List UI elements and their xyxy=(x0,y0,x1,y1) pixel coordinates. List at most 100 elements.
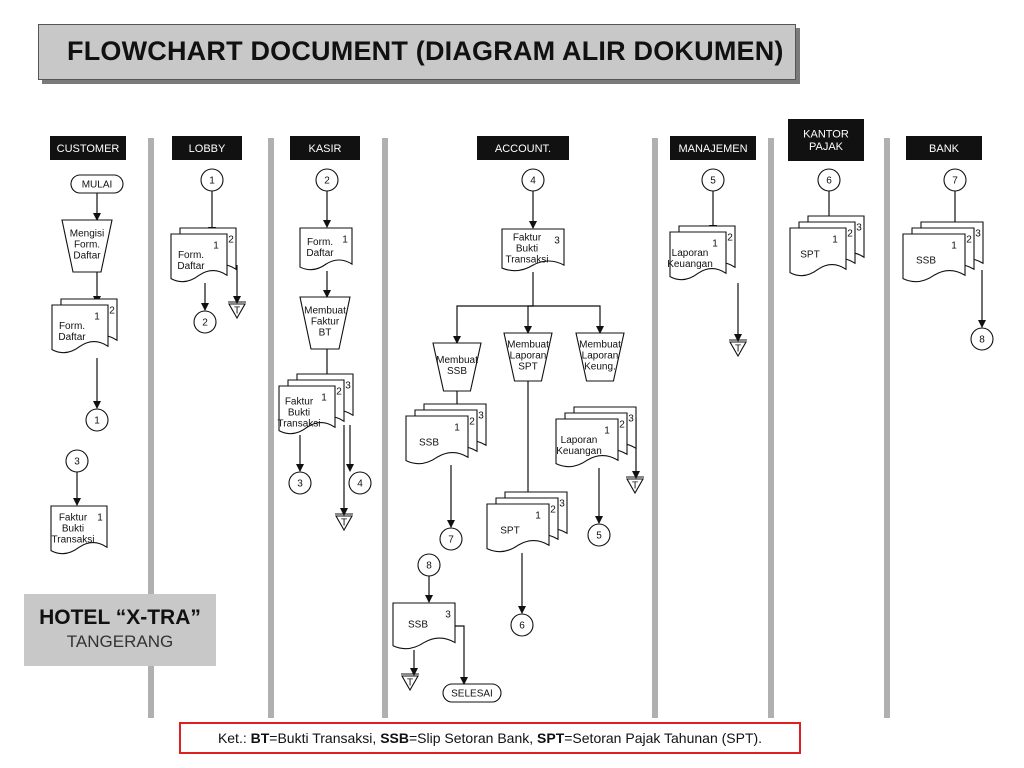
document-label: Form.Daftar xyxy=(58,321,86,343)
connector-circle xyxy=(970,327,994,351)
flow-node-connector: 7 xyxy=(439,527,463,551)
document-label: SPT xyxy=(500,526,519,537)
document-number: 1 xyxy=(94,312,100,323)
flow-node-connector: 5 xyxy=(701,168,725,192)
connector-label: 7 xyxy=(448,535,454,546)
archive-triangle xyxy=(335,515,353,532)
flow-node-archive: T xyxy=(401,673,419,692)
connector-circle xyxy=(510,613,534,637)
lane-divider xyxy=(652,138,658,718)
connector-circle xyxy=(439,527,463,551)
document-number: 1 xyxy=(535,511,541,522)
connector-label: 3 xyxy=(74,457,80,468)
document-number: 3 xyxy=(975,229,981,240)
connector-circle xyxy=(65,449,89,473)
document-label: SSB xyxy=(408,620,428,631)
connector-label: 5 xyxy=(596,531,602,542)
connector-circle xyxy=(701,168,725,192)
document-shape xyxy=(299,227,353,271)
document-number: 2 xyxy=(847,229,853,240)
manual-process-shape xyxy=(503,332,553,382)
terminal-label: SELESAI xyxy=(451,689,493,700)
connector-circle xyxy=(85,408,109,432)
lane-header: LOBBY xyxy=(172,136,242,160)
document-shape xyxy=(501,228,565,272)
document-number: 3 xyxy=(554,236,560,247)
legend-prefix: Ket.: xyxy=(217,730,251,746)
connector-circle xyxy=(348,471,372,495)
document-number: 3 xyxy=(445,610,451,621)
connector-label: 8 xyxy=(979,335,985,346)
lane-header-label: LOBBY xyxy=(189,143,226,155)
flow-node-connector: 6 xyxy=(817,168,841,192)
page-title: FLOWCHART DOCUMENT (DIAGRAM ALIR DOKUMEN… xyxy=(67,36,784,66)
document-number: 1 xyxy=(213,241,219,252)
flow-node-archive: T xyxy=(228,301,246,320)
document-number: 2 xyxy=(336,387,342,398)
document-number: 3 xyxy=(345,381,351,392)
document-shape xyxy=(392,602,456,650)
lane-header: ACCOUNT. xyxy=(477,136,569,160)
flow-node-connector: 3 xyxy=(65,449,89,473)
lane-divider xyxy=(768,138,774,718)
connector-label: 1 xyxy=(209,176,215,187)
flow-arrow xyxy=(524,305,533,334)
legend-abbr-bt: BT xyxy=(250,730,270,746)
document-shape xyxy=(50,505,108,555)
flow-node-connector: 4 xyxy=(521,168,545,192)
archive-label: T xyxy=(234,306,240,317)
connector-label: 3 xyxy=(297,479,303,490)
lane-header-label: BANK xyxy=(929,143,960,155)
archive-label: T xyxy=(407,678,413,689)
document-shape xyxy=(555,418,619,468)
document-number: 3 xyxy=(856,223,862,234)
flow-arrow xyxy=(455,625,468,685)
document-number: 3 xyxy=(628,414,634,425)
document-shape xyxy=(669,231,727,281)
flow-node-archive: T xyxy=(335,513,353,532)
connector-circle xyxy=(288,471,312,495)
connector-label: 6 xyxy=(519,621,525,632)
document-label: SSB xyxy=(916,256,936,267)
legend-box: Ket.: BT=Bukti Transaksi, SSB=Slip Setor… xyxy=(179,722,801,754)
document-number: 2 xyxy=(109,306,115,317)
lane-header-label: CUSTOMER xyxy=(57,143,120,155)
lane-divider xyxy=(148,138,154,718)
flow-node-terminal: SELESAI xyxy=(442,683,502,703)
flow-node-connector: 1 xyxy=(200,168,224,192)
flow-node-connector: 7 xyxy=(943,168,967,192)
connector-label: 4 xyxy=(530,176,536,187)
connector-label: 7 xyxy=(952,176,958,187)
flow-node-connector: 3 xyxy=(288,471,312,495)
connector-label: 5 xyxy=(710,176,716,187)
connector-label: 1 xyxy=(94,416,100,427)
connector-circle xyxy=(521,168,545,192)
lane-header-label: ACCOUNT. xyxy=(495,143,551,155)
archive-label: T xyxy=(735,344,741,355)
flow-node-connector: 8 xyxy=(970,327,994,351)
archive-triangle xyxy=(729,341,747,358)
flow-arrow xyxy=(533,305,604,334)
connector-circle xyxy=(315,168,339,192)
lane-divider xyxy=(884,138,890,718)
flow-node-connector: 2 xyxy=(193,310,217,334)
lane-header: KASIR xyxy=(290,136,360,160)
document-label: SPT xyxy=(800,250,819,261)
lane-header: BANK xyxy=(906,136,982,160)
